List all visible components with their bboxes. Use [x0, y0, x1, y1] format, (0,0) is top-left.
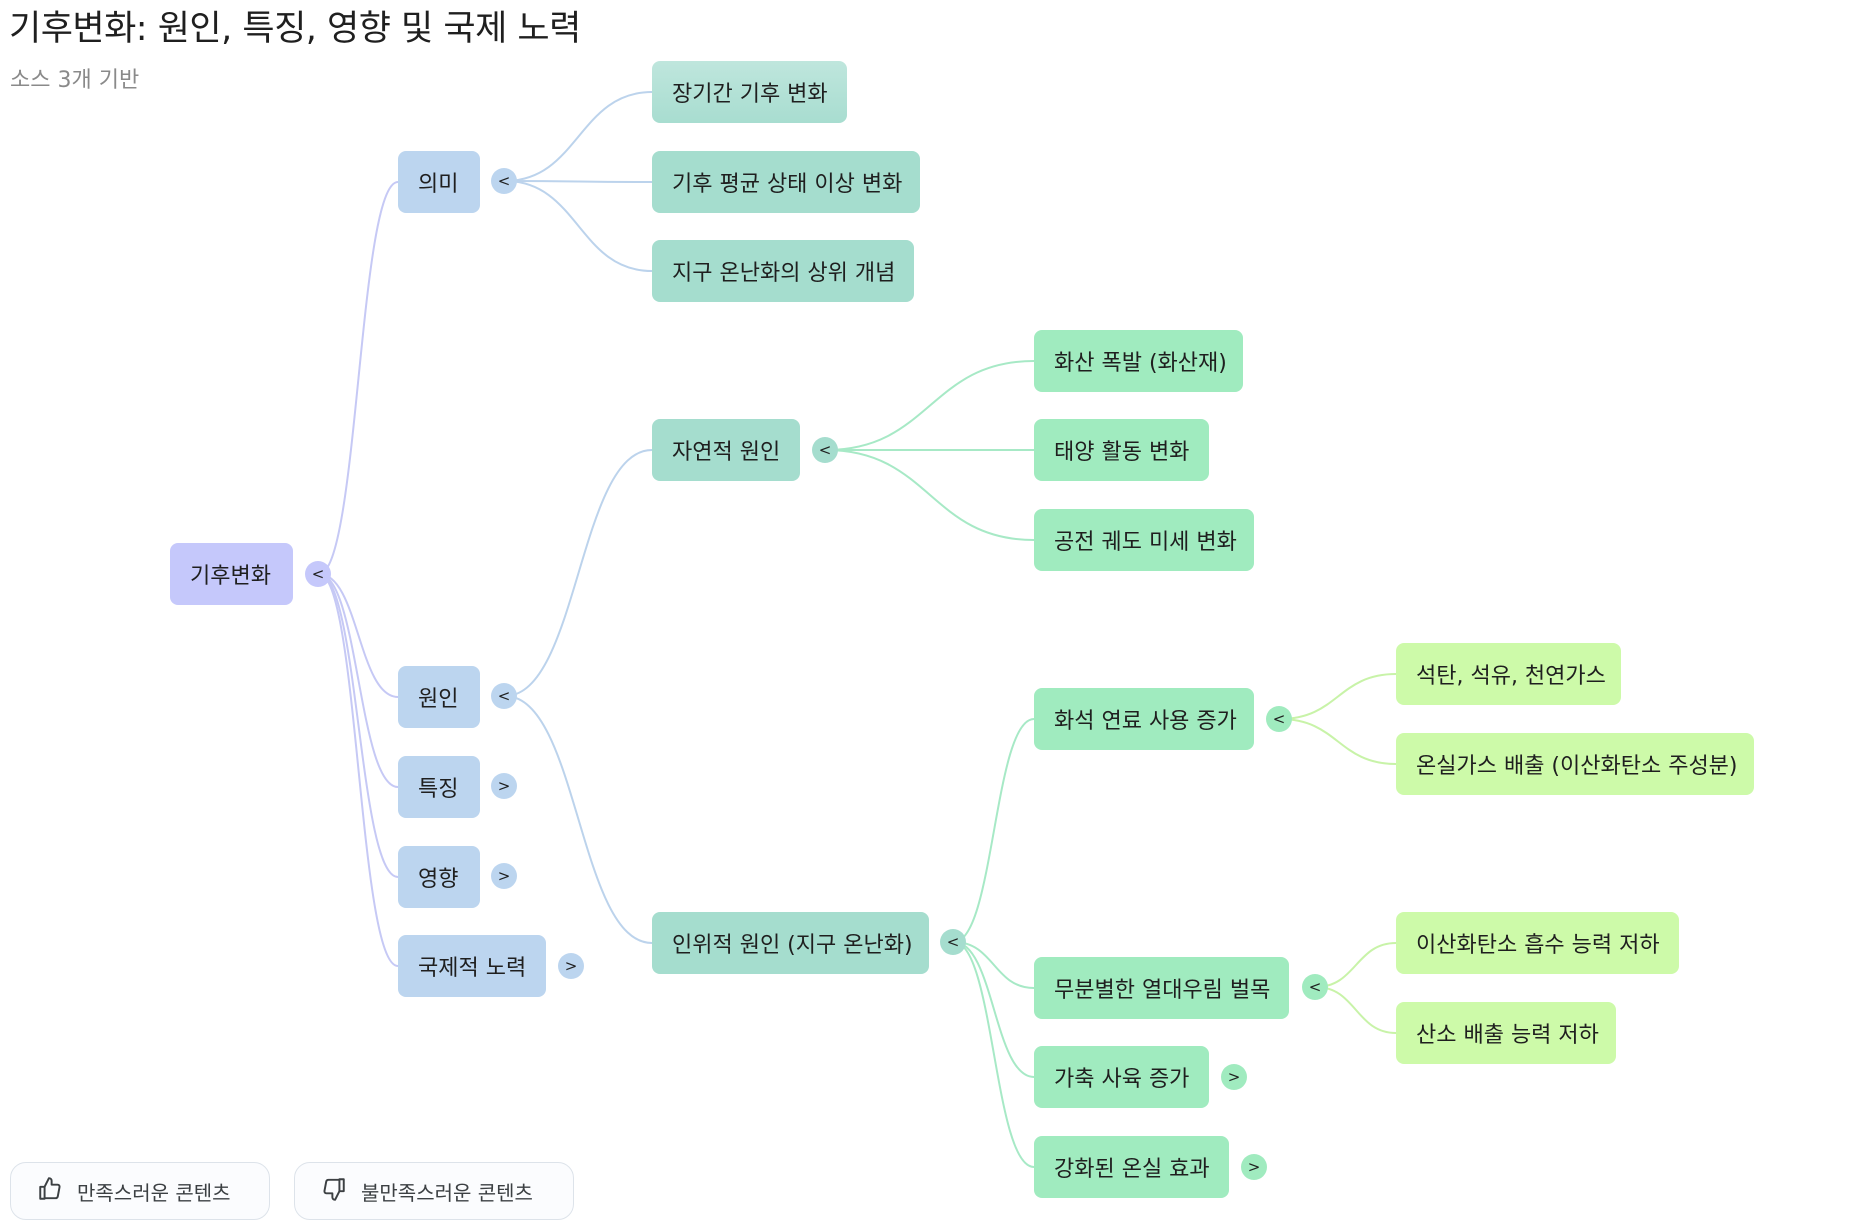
- node-meaning-child-2-label: 기후 평균 상태 이상 변화: [672, 172, 903, 197]
- connector-line: [504, 91, 653, 182]
- collapse-toggle-meaning[interactable]: <: [491, 168, 517, 194]
- node-livestock[interactable]: 가축 사육 증가: [1034, 1046, 1209, 1108]
- connector-line: [318, 181, 399, 575]
- node-features[interactable]: 특징: [398, 756, 480, 818]
- node-greenhouse-effect[interactable]: 강화된 온실 효과: [1034, 1136, 1229, 1198]
- negative-feedback-label: 불만족스러운 콘텐츠: [361, 1180, 533, 1205]
- node-impact-label: 영향: [418, 867, 459, 892]
- node-cause-label: 원인: [418, 687, 459, 712]
- positive-feedback-label: 만족스러운 콘텐츠: [77, 1180, 231, 1205]
- connector-line: [318, 573, 399, 698]
- page-title: 기후변화: 원인, 특징, 영향 및 국제 노력: [9, 9, 581, 49]
- connector-line: [953, 941, 1035, 1078]
- connector-line: [1315, 942, 1397, 988]
- node-greenhouse-effect-label: 강화된 온실 효과: [1054, 1157, 1210, 1182]
- positive-feedback-button[interactable]: 만족스러운 콘텐츠: [10, 1162, 270, 1220]
- node-meaning-label: 의미: [418, 172, 459, 197]
- node-co2-absorption[interactable]: 이산화탄소 흡수 능력 저하: [1396, 912, 1679, 974]
- connector-line: [504, 180, 653, 272]
- node-orbit-change-label: 공전 궤도 미세 변화: [1054, 530, 1237, 555]
- thumbs-down-icon: [321, 1176, 347, 1207]
- node-meaning-child-2[interactable]: 기후 평균 상태 이상 변화: [652, 151, 920, 213]
- collapse-toggle-deforestation[interactable]: <: [1302, 974, 1328, 1000]
- node-root-label: 기후변화: [190, 564, 271, 589]
- connector-line: [825, 360, 1035, 451]
- node-international-label: 국제적 노력: [418, 956, 527, 981]
- node-deforestation-label: 무분별한 열대우림 벌목: [1054, 978, 1271, 1003]
- collapse-toggle-root[interactable]: <: [305, 561, 331, 587]
- node-meaning-child-3[interactable]: 지구 온난화의 상위 개념: [652, 240, 914, 302]
- node-solar-activity[interactable]: 태양 활동 변화: [1034, 419, 1209, 481]
- node-cause[interactable]: 원인: [398, 666, 480, 728]
- node-deforestation[interactable]: 무분별한 열대우림 벌목: [1034, 957, 1289, 1019]
- node-natural-cause[interactable]: 자연적 원인: [652, 419, 800, 481]
- connector-line: [953, 941, 1035, 1168]
- node-human-cause[interactable]: 인위적 원인 (지구 온난화): [652, 912, 929, 974]
- node-coal-oil-gas-label: 석탄, 석유, 천연가스: [1416, 664, 1606, 689]
- expand-toggle-greenhouse-effect[interactable]: >: [1241, 1154, 1267, 1180]
- connector-line: [953, 718, 1035, 943]
- collapse-toggle-cause[interactable]: <: [491, 683, 517, 709]
- node-international[interactable]: 국제적 노력: [398, 935, 546, 997]
- connector-line: [1279, 718, 1397, 765]
- expand-toggle-features[interactable]: >: [491, 773, 517, 799]
- node-orbit-change[interactable]: 공전 궤도 미세 변화: [1034, 509, 1254, 571]
- connector-line: [318, 573, 399, 878]
- connector-line: [504, 180, 653, 183]
- node-meaning-child-1-label: 장기간 기후 변화: [672, 82, 828, 107]
- node-ghg-emission[interactable]: 온실가스 배출 (이산화탄소 주성분): [1396, 733, 1754, 795]
- connector-line: [318, 573, 399, 967]
- node-meaning-child-1[interactable]: 장기간 기후 변화: [652, 61, 847, 123]
- node-meaning[interactable]: 의미: [398, 151, 480, 213]
- connector-line: [504, 449, 653, 697]
- source-count: 소스 3개 기반: [10, 68, 140, 93]
- expand-toggle-impact[interactable]: >: [491, 863, 517, 889]
- expand-toggle-livestock[interactable]: >: [1221, 1064, 1247, 1090]
- connector-line: [318, 573, 399, 788]
- expand-toggle-international[interactable]: >: [558, 953, 584, 979]
- node-solar-activity-label: 태양 활동 변화: [1054, 440, 1190, 465]
- connector-line: [504, 695, 653, 944]
- node-fossil-fuel-label: 화석 연료 사용 증가: [1054, 709, 1237, 734]
- node-volcano[interactable]: 화산 폭발 (화산재): [1034, 330, 1243, 392]
- thumbs-up-icon: [37, 1176, 63, 1207]
- node-oxygen-emission-label: 산소 배출 능력 저하: [1416, 1023, 1599, 1048]
- node-livestock-label: 가축 사육 증가: [1054, 1067, 1190, 1092]
- node-root[interactable]: 기후변화: [170, 543, 293, 605]
- connector-line: [1279, 673, 1397, 720]
- node-oxygen-emission[interactable]: 산소 배출 능력 저하: [1396, 1002, 1616, 1064]
- node-features-label: 특징: [418, 777, 459, 802]
- collapse-toggle-natural-cause[interactable]: <: [812, 437, 838, 463]
- node-human-cause-label: 인위적 원인 (지구 온난화): [672, 933, 913, 958]
- node-fossil-fuel[interactable]: 화석 연료 사용 증가: [1034, 688, 1254, 750]
- node-volcano-label: 화산 폭발 (화산재): [1054, 351, 1227, 376]
- node-co2-absorption-label: 이산화탄소 흡수 능력 저하: [1416, 933, 1660, 958]
- node-ghg-emission-label: 온실가스 배출 (이산화탄소 주성분): [1416, 754, 1738, 779]
- collapse-toggle-fossil-fuel[interactable]: <: [1266, 706, 1292, 732]
- node-meaning-child-3-label: 지구 온난화의 상위 개념: [672, 261, 896, 286]
- collapse-toggle-human-cause[interactable]: <: [940, 929, 966, 955]
- negative-feedback-button[interactable]: 불만족스러운 콘텐츠: [294, 1162, 574, 1220]
- node-natural-cause-label: 자연적 원인: [672, 440, 781, 465]
- node-coal-oil-gas[interactable]: 석탄, 석유, 천연가스: [1396, 643, 1621, 705]
- node-impact[interactable]: 영향: [398, 846, 480, 908]
- connector-line: [1315, 986, 1397, 1034]
- connector-line: [825, 449, 1035, 541]
